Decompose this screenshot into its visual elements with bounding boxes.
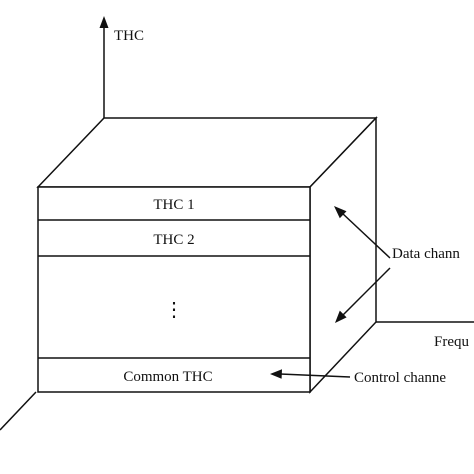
band-label-thc-1: THC 1 <box>153 197 194 213</box>
depth-axis-line <box>0 391 37 431</box>
band-label-common-thc: Common THC <box>123 369 212 385</box>
band-ellipsis: ⋮ <box>164 299 184 321</box>
cube-front-face <box>37 186 311 393</box>
data-channel-arrow-lower <box>335 267 391 323</box>
control-channel-label: Control channe <box>354 370 446 386</box>
vertical-axis-arrowhead <box>99 16 109 28</box>
frequency-axis-label: Frequ <box>434 334 469 350</box>
data-channel-label: Data chann <box>392 246 460 262</box>
band-label-thc-2: THC 2 <box>153 232 194 248</box>
channel-cube <box>36 116 378 394</box>
vertical-axis-label: THC <box>114 28 144 44</box>
data-channel-arrow-upper <box>334 206 391 259</box>
control-channel-arrow <box>270 369 351 379</box>
vertical-axis <box>99 16 109 118</box>
